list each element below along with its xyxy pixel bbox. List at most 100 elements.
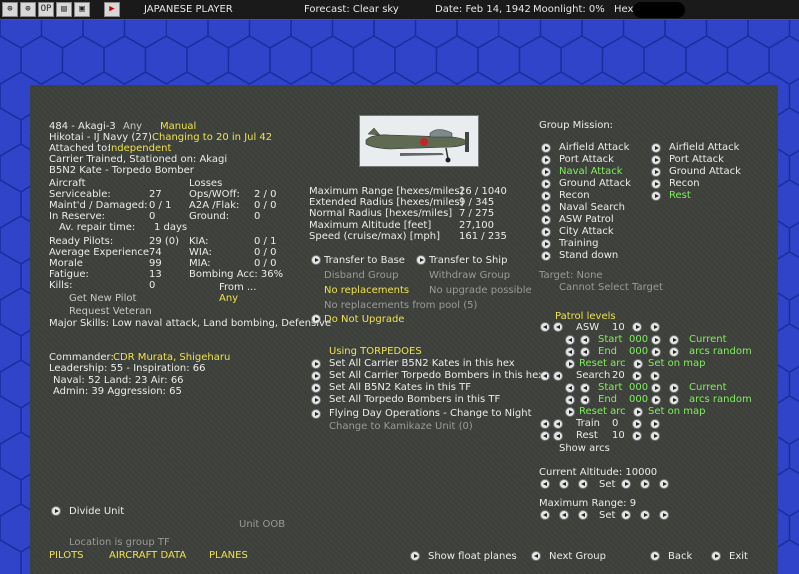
manual-toggle[interactable]: Manual [160,121,197,132]
search-inc-icon[interactable] [650,371,660,381]
reset-arc1-arrow-icon[interactable] [565,359,575,369]
transfer-ship-arrow-icon[interactable] [416,255,426,265]
attached-value[interactable]: Independent [108,143,172,154]
window-icon[interactable]: ▣ [74,2,90,17]
mission-left-item[interactable]: City Attack [559,226,614,237]
transfer-base-arrow-icon[interactable] [311,255,321,265]
flying-day-arrow-icon[interactable] [311,409,321,419]
mission-left-item[interactable]: Stand down [559,250,619,261]
alt-dec2-icon[interactable] [559,479,569,489]
divide-unit-button[interactable]: Divide Unit [69,506,125,517]
set-kates-tf[interactable]: Set All B5N2 Kates in this TF [329,382,471,393]
next-group-button[interactable]: Next Group [549,551,606,562]
mission-left-item[interactable]: Naval Search [559,202,625,213]
mission-right-arrow-icon[interactable] [651,143,661,153]
end-turn-icon[interactable]: ▶ [104,2,120,17]
start2-inc1-icon[interactable] [651,383,661,393]
mission-left-arrow-icon[interactable] [541,239,551,249]
divide-arrow-icon[interactable] [51,506,61,516]
mission-left-arrow-icon[interactable] [541,143,551,153]
tab-pilots[interactable]: PILOTS [49,550,84,561]
set-map1-arrow-icon[interactable] [633,359,643,369]
end2-dec1-icon[interactable] [580,395,590,405]
mission-left-arrow-icon[interactable] [541,179,551,189]
end2-inc1-icon[interactable] [651,395,661,405]
set-torp-tf[interactable]: Set All Torpedo Bombers in this TF [329,394,501,405]
asw-inc1-icon[interactable] [632,322,642,332]
start2-inc-icon[interactable] [669,383,679,393]
do-not-upgrade[interactable]: Do Not Upgrade [324,314,405,325]
reset-arc1-button[interactable]: Reset arc [579,358,626,369]
request-veteran[interactable]: Request Veteran [69,306,152,317]
asw-dec-icon[interactable] [540,322,550,332]
exit-button[interactable]: Exit [729,551,748,562]
alt-inc2-icon[interactable] [640,479,650,489]
end1-dec-icon[interactable] [565,347,575,357]
mission-left-arrow-icon[interactable] [541,167,551,177]
show-arcs-button[interactable]: Show arcs [559,443,610,454]
end1-dec1-icon[interactable] [580,347,590,357]
mission-right-item[interactable]: Recon [669,178,700,189]
globe-icon[interactable]: ⊕ [20,2,36,17]
mission-left-item[interactable]: Port Attack [559,154,614,165]
current1-toggle[interactable]: Current [689,334,727,345]
asw-inc-icon[interactable] [650,322,660,332]
end2-inc-icon[interactable] [669,395,679,405]
set-torp-hex-arrow-icon[interactable] [311,371,321,381]
mission-left-item[interactable]: Airfield Attack [559,142,630,153]
range-dec2-icon[interactable] [559,510,569,520]
train-dec1-icon[interactable] [553,419,563,429]
arcs-random1-toggle[interactable]: arcs random [689,346,752,357]
mission-left-item[interactable]: Naval Attack [559,166,623,177]
range-dec1-icon[interactable] [578,510,588,520]
mission-left-arrow-icon[interactable] [541,191,551,201]
rest-dec1-icon[interactable] [553,431,563,441]
tab-aircraft-data[interactable]: AIRCRAFT DATA [109,550,187,561]
mission-right-item[interactable]: Rest [669,190,691,201]
map-icon[interactable]: ⊕ [2,2,18,17]
start1-dec-icon[interactable] [565,335,575,345]
train-inc1-icon[interactable] [632,419,642,429]
set-map2-arrow-icon[interactable] [633,407,643,417]
rest-inc-icon[interactable] [650,431,660,441]
mission-left-item[interactable]: Training [559,238,599,249]
transfer-base-button[interactable]: Transfer to Base [324,255,405,266]
start1-inc-icon[interactable] [669,335,679,345]
alt-set-button[interactable]: Set [599,479,616,490]
range-inc2-icon[interactable] [640,510,650,520]
no-replacements[interactable]: No replacements [324,285,410,296]
commander-name[interactable]: CDR Murata, Shigeharu [113,352,231,363]
alt-inc1-icon[interactable] [621,479,631,489]
mission-left-item[interactable]: Ground Attack [559,178,631,189]
unit-oob-button[interactable]: Unit OOB [239,519,286,530]
report-icon[interactable]: ▤ [56,2,72,17]
next-group-arrow-icon[interactable] [531,551,541,561]
train-inc-icon[interactable] [650,419,660,429]
start2-dec-icon[interactable] [565,383,575,393]
search-inc1-icon[interactable] [632,371,642,381]
using-torpedoes[interactable]: Using TORPEDOES [329,346,422,357]
ops-icon[interactable]: OP [38,2,54,17]
set-torp-tf-arrow-icon[interactable] [311,395,321,405]
asw-dec1-icon[interactable] [553,322,563,332]
back-arrow-icon[interactable] [650,551,660,561]
get-new-pilot[interactable]: Get New Pilot [69,293,137,304]
mission-left-arrow-icon[interactable] [541,155,551,165]
flying-day-button[interactable]: Flying Day Operations - Change to Night [329,408,532,419]
mission-left-item[interactable]: Recon [559,190,590,201]
reset-arc2-button[interactable]: Reset arc [579,406,626,417]
mission-right-arrow-icon[interactable] [651,167,661,177]
reset-arc2-arrow-icon[interactable] [565,407,575,417]
mission-right-arrow-icon[interactable] [651,179,661,189]
set-all-hex-arrow-icon[interactable] [311,359,321,369]
range-inc1-icon[interactable] [621,510,631,520]
mission-right-item[interactable]: Port Attack [669,154,724,165]
mission-right-arrow-icon[interactable] [651,155,661,165]
start2-dec1-icon[interactable] [580,383,590,393]
end1-inc-icon[interactable] [669,347,679,357]
search-dec1-icon[interactable] [553,371,563,381]
set-map2-button[interactable]: Set on map [648,406,706,417]
set-kates-tf-arrow-icon[interactable] [311,383,321,393]
alt-dec1-icon[interactable] [578,479,588,489]
arcs-random2-toggle[interactable]: arcs random [689,394,752,405]
